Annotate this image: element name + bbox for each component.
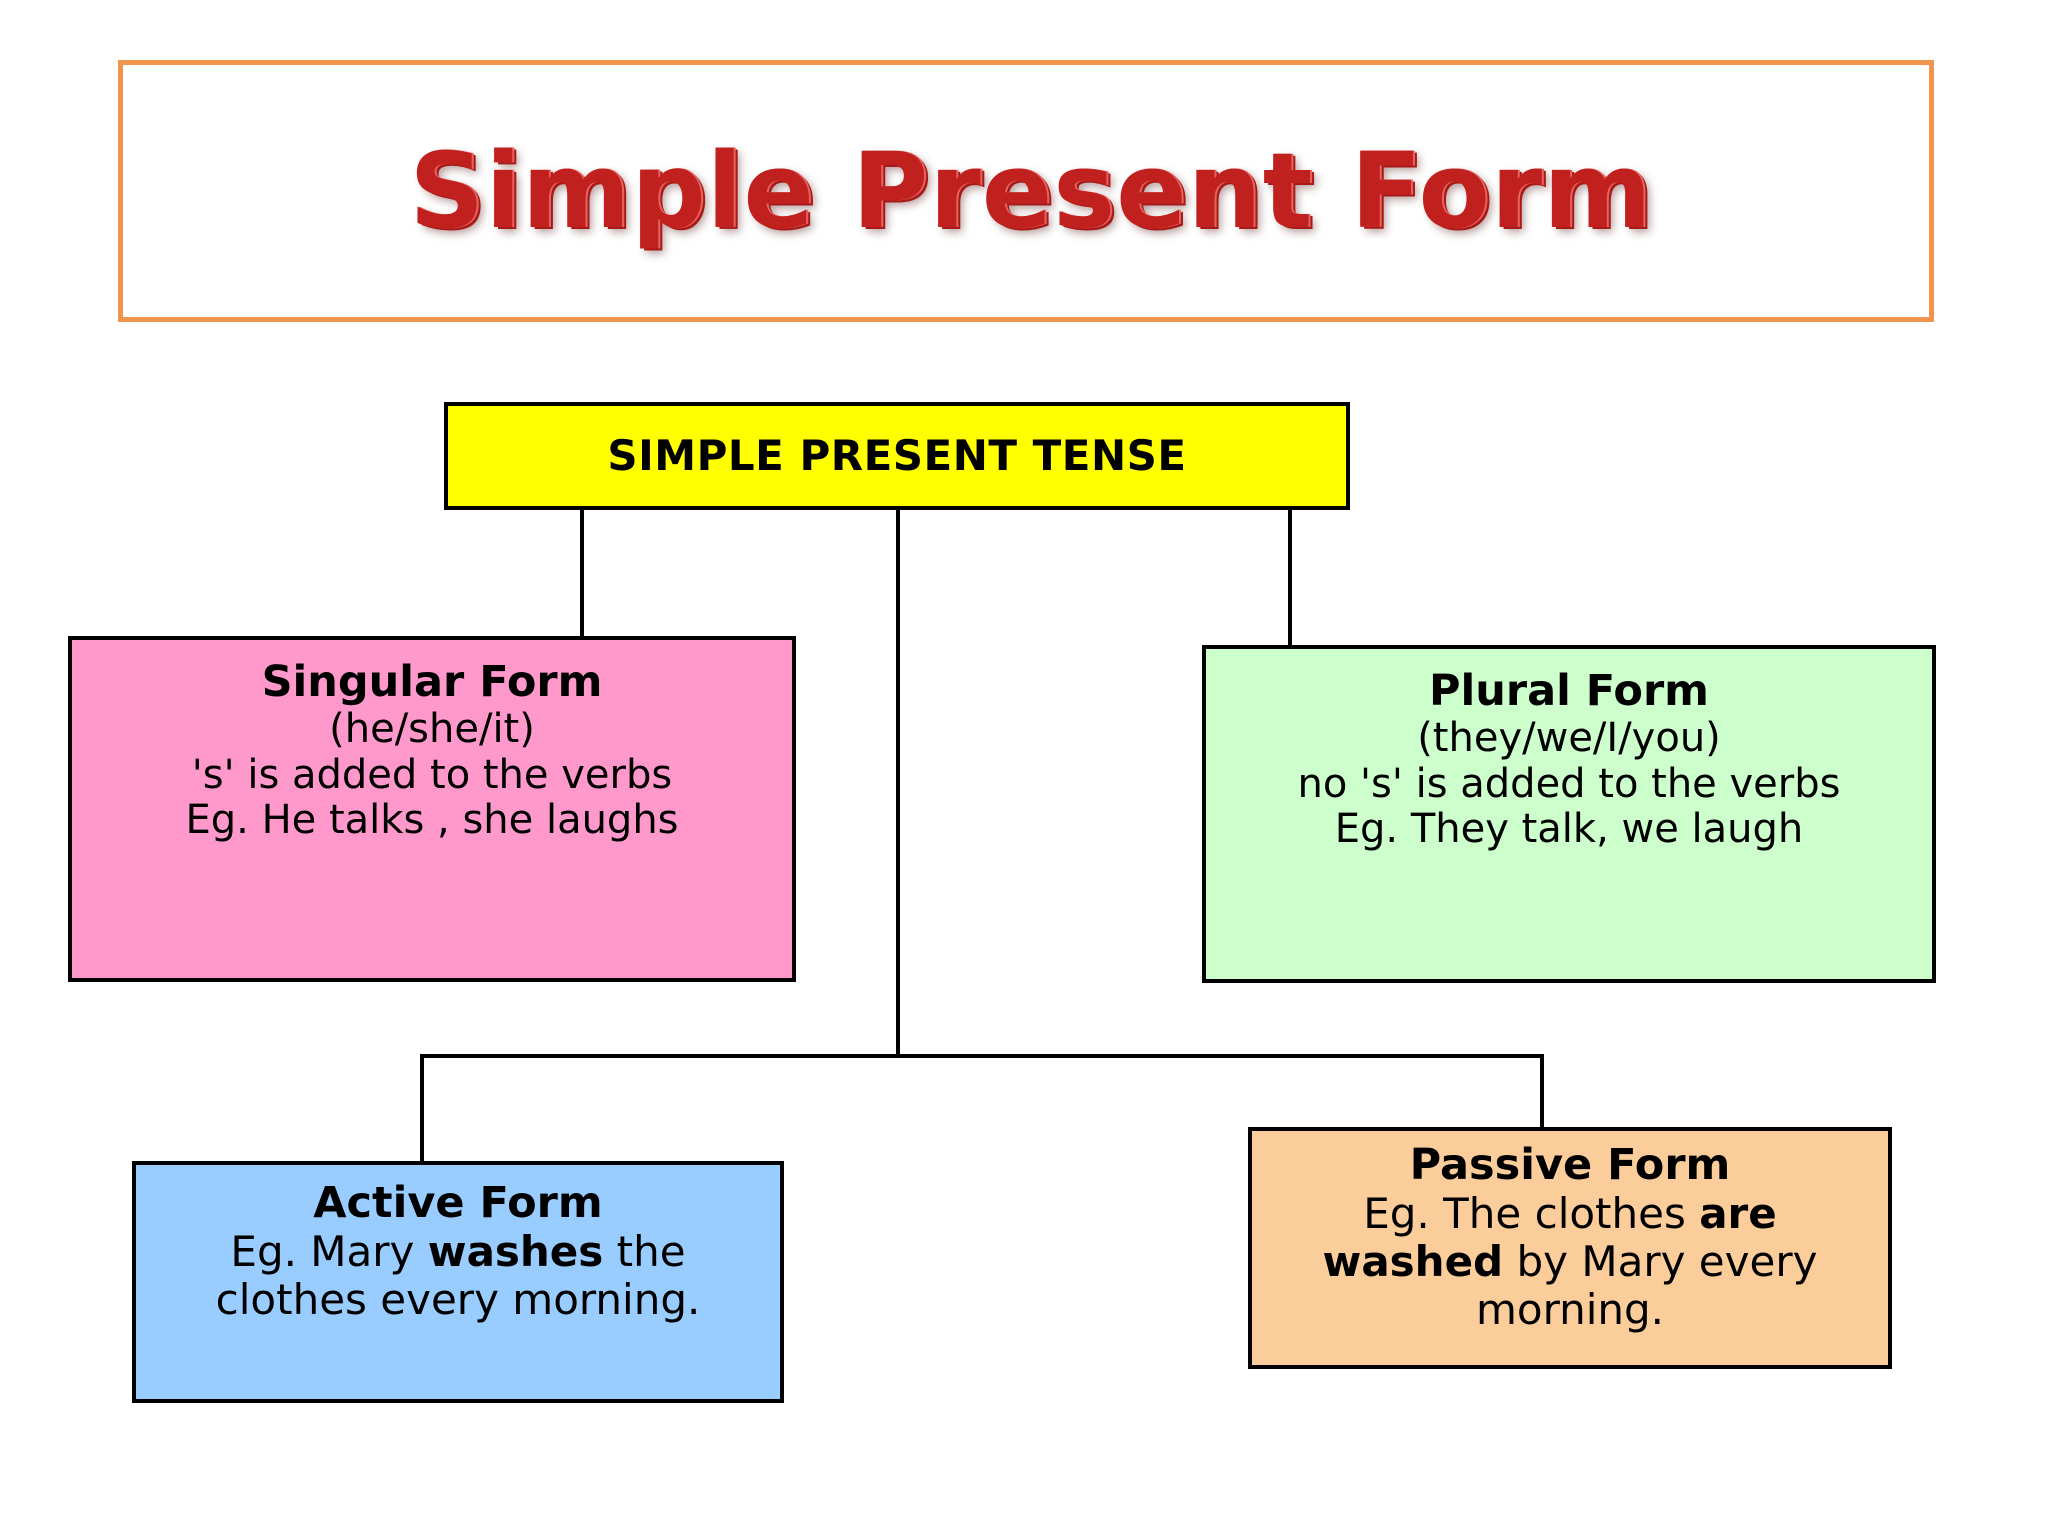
node-line-2: washed by Mary every bbox=[1322, 1236, 1818, 1286]
page-title: Simple Present Form bbox=[409, 130, 1653, 252]
node-line-1: Eg. Mary washes the bbox=[230, 1227, 686, 1277]
connector-root-to-singular bbox=[580, 508, 584, 638]
node-plural-form[interactable]: Plural Form (they/we/I/you) no 's' is ad… bbox=[1202, 645, 1936, 983]
node-line-1: Eg. The clothes are bbox=[1363, 1189, 1777, 1239]
node-line-3: Eg. They talk, we laugh bbox=[1334, 806, 1804, 853]
connector-root-to-plural bbox=[1288, 508, 1292, 648]
connector-hub-to-active bbox=[420, 1054, 424, 1164]
node-line-1: (they/we/I/you) bbox=[1417, 715, 1721, 762]
node-line-3: morning. bbox=[1475, 1284, 1665, 1334]
node-heading: Active Form bbox=[313, 1178, 603, 1228]
title-frame: Simple Present Form bbox=[118, 60, 1934, 322]
node-heading: Singular Form bbox=[261, 657, 603, 707]
node-line-2: 's' is added to the verbs bbox=[191, 751, 673, 798]
node-line-2: no 's' is added to the verbs bbox=[1297, 760, 1841, 807]
node-heading: Passive Form bbox=[1409, 1140, 1731, 1190]
node-simple-present-tense[interactable]: SIMPLE PRESENT TENSE bbox=[444, 402, 1350, 510]
node-passive-form[interactable]: Passive Form Eg. The clothes are washed … bbox=[1248, 1127, 1892, 1369]
node-line-2: clothes every morning. bbox=[215, 1274, 701, 1324]
node-singular-form[interactable]: Singular Form (he/she/it) 's' is added t… bbox=[68, 636, 796, 982]
connector-hub-bar bbox=[420, 1054, 1544, 1058]
node-active-form[interactable]: Active Form Eg. Mary washes the clothes … bbox=[132, 1161, 784, 1403]
connector-hub-to-passive bbox=[1540, 1054, 1544, 1130]
node-heading: Plural Form bbox=[1429, 666, 1709, 716]
node-heading: SIMPLE PRESENT TENSE bbox=[607, 431, 1187, 481]
node-line-1: (he/she/it) bbox=[329, 706, 535, 753]
connector-root-to-hub bbox=[896, 508, 900, 1058]
node-line-3: Eg. He talks , she laughs bbox=[185, 797, 679, 844]
